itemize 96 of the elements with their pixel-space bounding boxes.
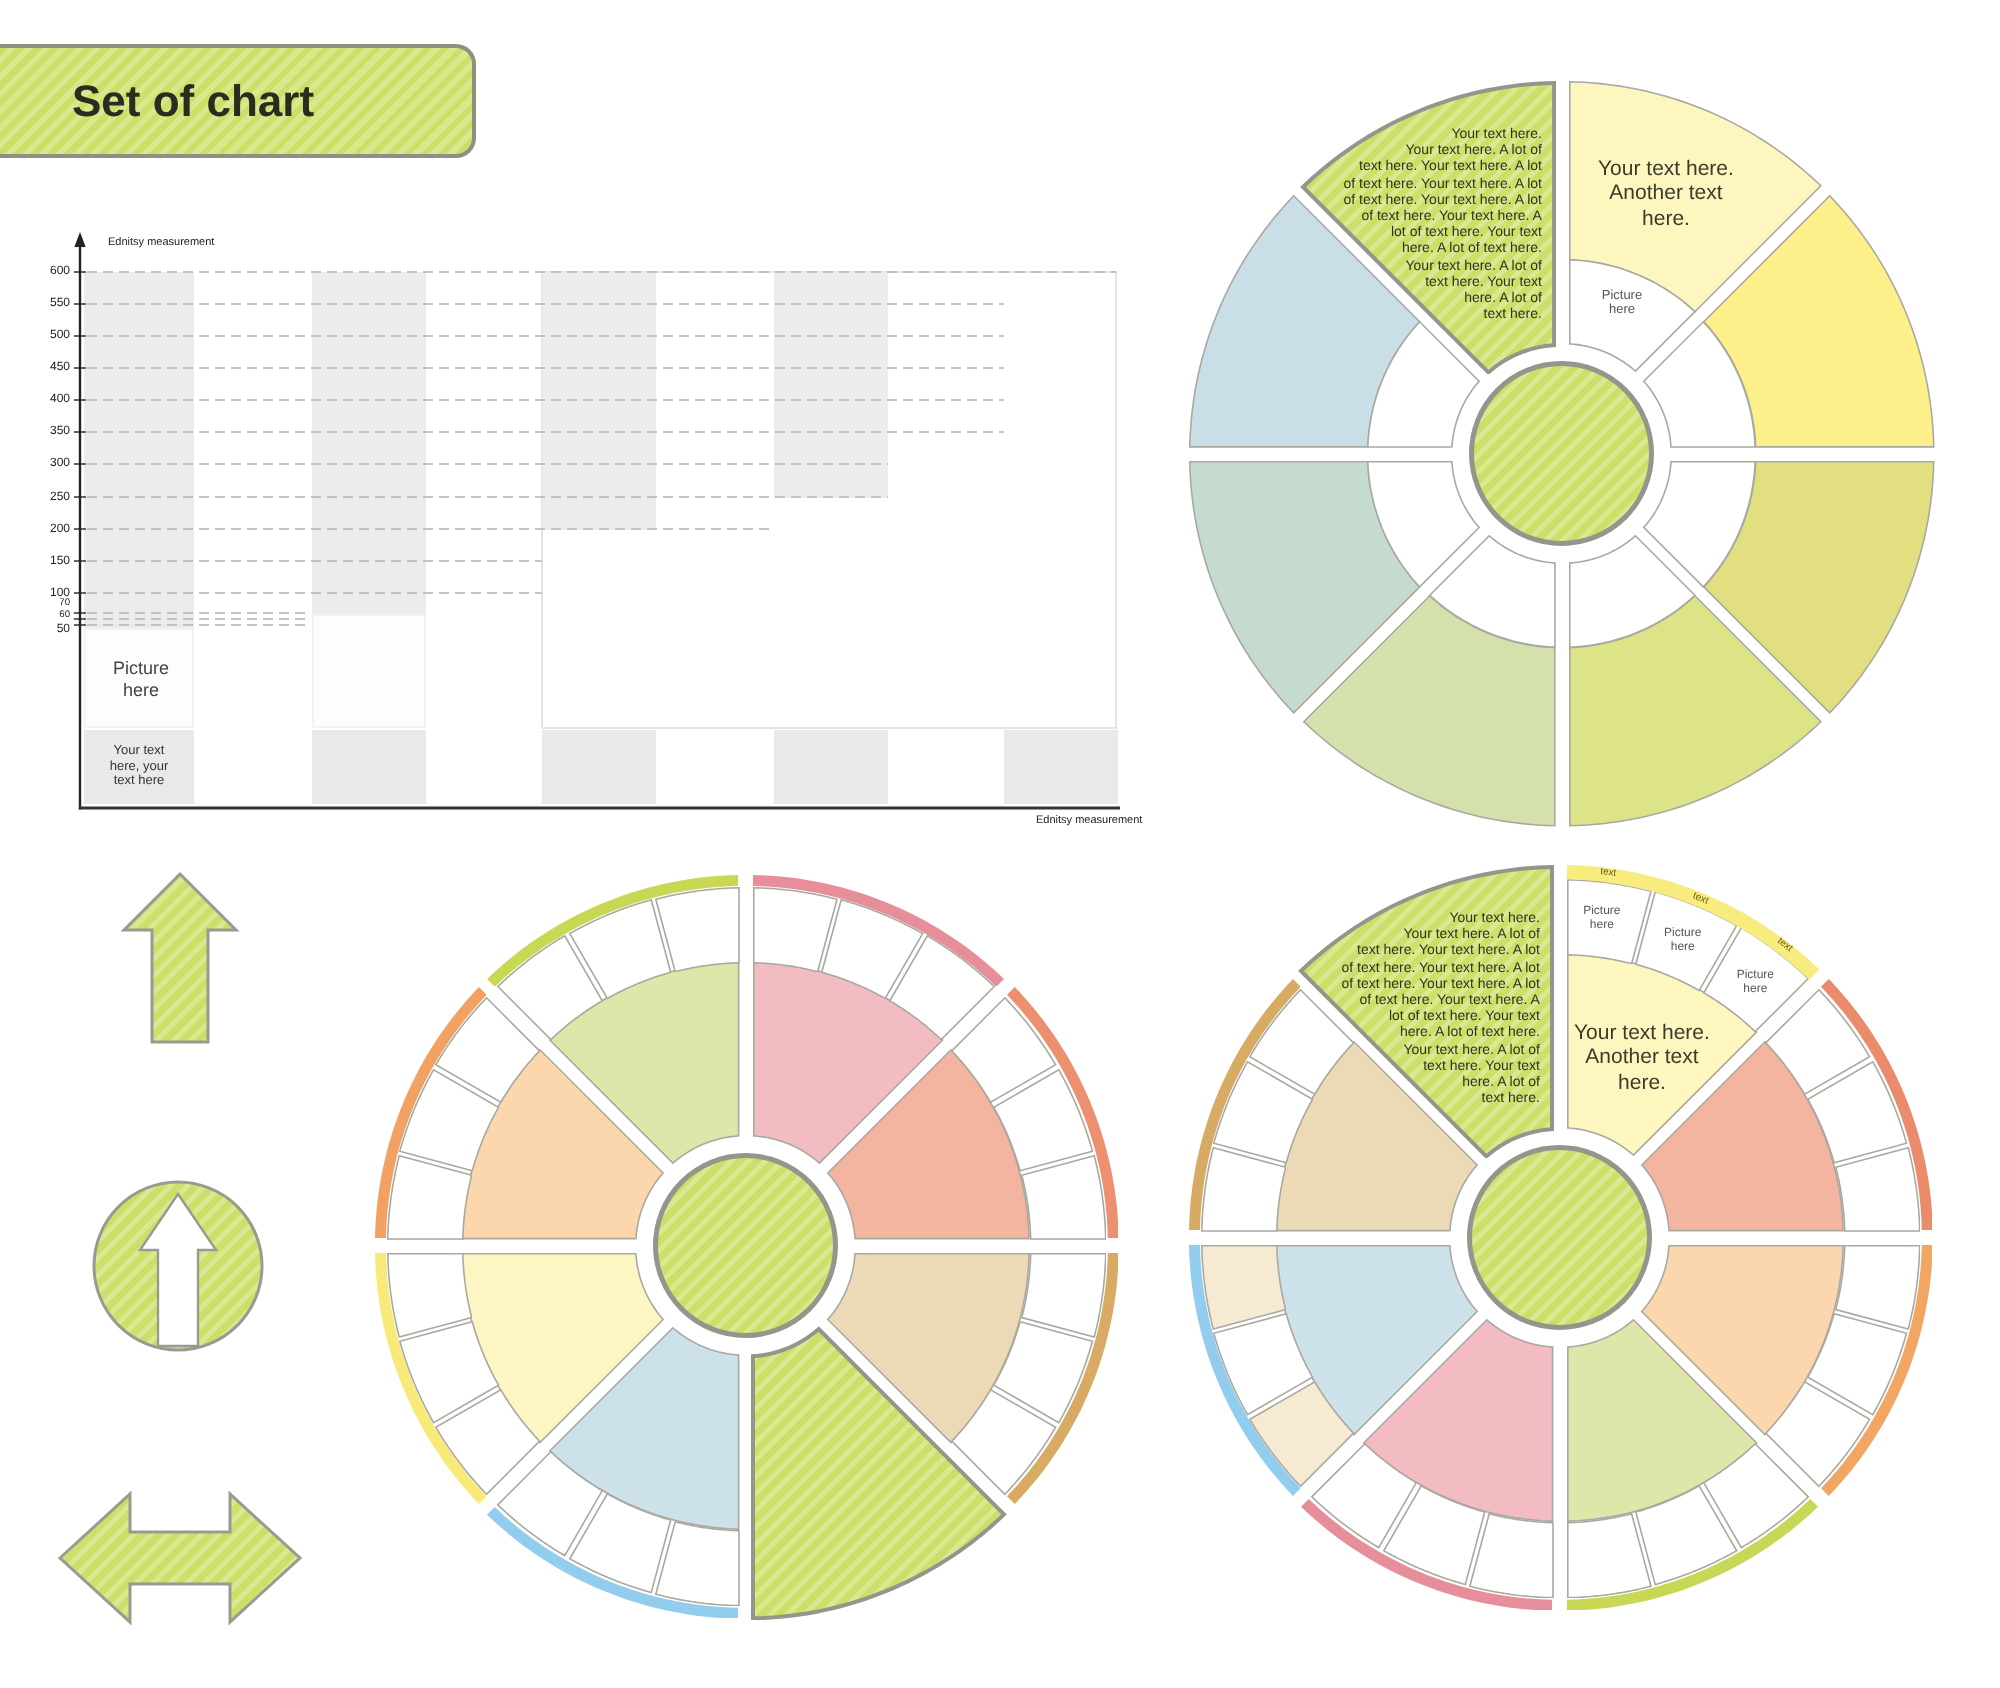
band-cell bbox=[567, 898, 672, 1001]
band-cell bbox=[949, 1388, 1058, 1497]
caption-cell bbox=[1004, 729, 1118, 803]
band-cell bbox=[385, 1153, 473, 1241]
band-cell bbox=[1019, 1251, 1107, 1338]
band-cell bbox=[653, 1519, 741, 1607]
ring-segment bbox=[1642, 459, 1758, 588]
center-circle bbox=[1468, 360, 1656, 548]
picture-frame bbox=[84, 628, 194, 727]
band-cell bbox=[398, 1320, 501, 1425]
wedge-segment bbox=[1640, 1243, 1846, 1436]
band-cell bbox=[1212, 1312, 1315, 1417]
center-circle bbox=[652, 1152, 840, 1340]
ring-segment bbox=[1567, 534, 1696, 650]
wedge-segment bbox=[548, 1326, 741, 1532]
rim-arc bbox=[1300, 1497, 1554, 1611]
wedge-segment bbox=[751, 960, 944, 1166]
wedge-segment bbox=[1188, 459, 1422, 714]
band-cell bbox=[1833, 1243, 1921, 1330]
band-cell bbox=[495, 1449, 604, 1558]
band-cell bbox=[1565, 877, 1652, 965]
rim-arc bbox=[373, 1252, 487, 1506]
picture-caption: Picture here bbox=[110, 658, 171, 702]
band-cell bbox=[1248, 1380, 1357, 1489]
band-cell bbox=[434, 1388, 543, 1497]
rim-arc bbox=[1005, 1252, 1119, 1506]
caption-cell bbox=[84, 729, 194, 803]
band-cell bbox=[888, 934, 997, 1043]
bar bbox=[542, 272, 656, 529]
band-cell bbox=[1634, 890, 1739, 993]
rim-arc bbox=[1005, 986, 1119, 1240]
band-cell bbox=[1763, 987, 1872, 1096]
rim-arc bbox=[752, 873, 1006, 987]
band-cell bbox=[751, 885, 838, 973]
band-cell bbox=[495, 934, 604, 1043]
center-circle bbox=[1466, 1144, 1654, 1332]
wedge-segment bbox=[1702, 459, 1936, 714]
band-cell bbox=[398, 1067, 501, 1172]
wedge-segment bbox=[826, 1251, 1032, 1444]
rim-arc bbox=[373, 986, 487, 1240]
wedge-segment bbox=[460, 1251, 666, 1444]
wedge-segment bbox=[548, 960, 741, 1166]
band-cell bbox=[385, 1251, 473, 1338]
ring-segment bbox=[1642, 320, 1758, 449]
band-cell bbox=[1833, 1145, 1921, 1233]
band-cell bbox=[1199, 1145, 1287, 1233]
band-cell bbox=[949, 995, 1058, 1104]
ring-segment bbox=[1567, 258, 1696, 374]
rim-arc bbox=[1187, 1244, 1301, 1498]
band-cell bbox=[991, 1067, 1094, 1172]
wedge-segment bbox=[1567, 594, 1822, 828]
band-cell bbox=[1565, 1511, 1652, 1599]
wedge-segment bbox=[1565, 1318, 1758, 1524]
band-cell bbox=[991, 1320, 1094, 1425]
wedge-text: Your text here. Another text here. bbox=[1596, 156, 1736, 232]
wedge-segment bbox=[1567, 80, 1822, 314]
band-cell bbox=[1634, 1483, 1739, 1586]
rim-arc bbox=[1566, 1497, 1820, 1611]
band-cell bbox=[820, 898, 925, 1001]
rim-arc bbox=[1566, 863, 1821, 980]
wedge-segment bbox=[460, 1048, 666, 1241]
caption-cell bbox=[542, 729, 656, 803]
band-cell bbox=[1199, 1243, 1287, 1330]
rim-arc bbox=[1819, 1244, 1933, 1498]
wedge-segment bbox=[1302, 594, 1557, 828]
wedge-segment bbox=[1274, 1243, 1480, 1436]
band-cell bbox=[1212, 1059, 1315, 1164]
band-cell bbox=[1467, 1511, 1555, 1599]
rim-arc bbox=[486, 1505, 740, 1619]
band-cell bbox=[1381, 1483, 1486, 1586]
ring-segment bbox=[1366, 320, 1482, 449]
bar bbox=[84, 272, 194, 628]
bar bbox=[774, 272, 888, 497]
band-cell bbox=[1763, 1380, 1872, 1489]
band-cell bbox=[653, 885, 741, 973]
band-cell bbox=[1248, 987, 1357, 1096]
band-cell bbox=[1309, 1441, 1418, 1550]
wedge-segment bbox=[826, 1048, 1032, 1241]
band-cell bbox=[1805, 1059, 1908, 1164]
rim-arc bbox=[1819, 978, 1933, 1232]
band-cell bbox=[434, 995, 543, 1104]
rim-arc bbox=[486, 873, 740, 987]
band-cell bbox=[1805, 1312, 1908, 1417]
rim-arc bbox=[1187, 978, 1301, 1232]
band-cell bbox=[567, 1491, 672, 1594]
wedge-segment bbox=[1362, 1318, 1555, 1524]
ring-segment bbox=[1366, 459, 1482, 588]
band-cell bbox=[1702, 1441, 1811, 1550]
wedge-segment bbox=[750, 1325, 1008, 1621]
caption-cell bbox=[774, 729, 888, 803]
caption-cell bbox=[312, 729, 426, 803]
band-cell bbox=[1019, 1153, 1107, 1241]
wedge-text: Your text here. Another text here. bbox=[1572, 1020, 1712, 1096]
title: Set of chart bbox=[72, 79, 315, 123]
bar bbox=[312, 272, 426, 614]
ring-segment bbox=[1428, 534, 1557, 650]
